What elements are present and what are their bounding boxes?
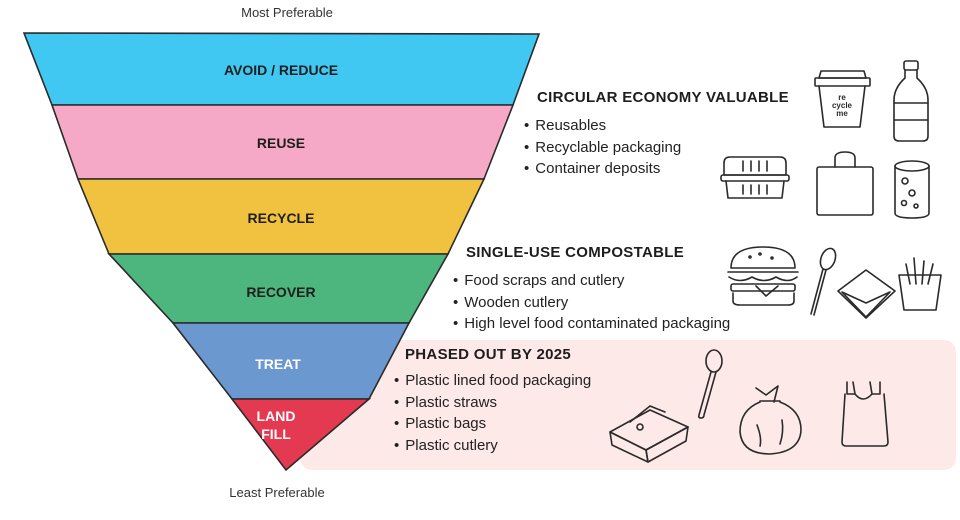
compostable-list: Food scraps and cutlery Wooden cutlery H…: [453, 270, 730, 335]
compostable-section: SINGLE-USE COMPOSTABLE Food scraps and c…: [453, 244, 730, 335]
tier-reuse-label: REUSE: [257, 135, 305, 151]
plastic-bag-icon: [841, 381, 889, 447]
burger-icon: [727, 246, 799, 306]
wooden-spoon-icon: [810, 247, 837, 316]
list-item: Plastic straws: [394, 392, 591, 414]
least-preferable-caption: Least Preferable: [229, 485, 325, 500]
food-box-icon: [609, 405, 689, 463]
list-item: Plastic lined food packaging: [394, 370, 591, 392]
circular-economy-section: CIRCULAR ECONOMY VALUABLE Reusables Recy…: [524, 89, 789, 180]
plastic-bottle-icon: [893, 60, 929, 142]
tier-landfill-label-line2: FILL: [261, 426, 291, 442]
tier-avoid-reduce-label: AVOID / REDUCE: [224, 62, 338, 78]
tier-landfill: [230, 398, 372, 472]
tier-treat-label: TREAT: [255, 356, 301, 372]
tier-recycle-label: RECYCLE: [248, 210, 315, 226]
circular-economy-title: CIRCULAR ECONOMY VALUABLE: [537, 89, 789, 106]
drink-can-icon: [894, 160, 930, 219]
compostable-title: SINGLE-USE COMPOSTABLE: [466, 244, 684, 261]
tier-recover-label: RECOVER: [246, 284, 315, 300]
plastic-spoon-icon: [697, 349, 723, 419]
cup-text-line3: me: [836, 109, 848, 118]
phased-out-section: PHASED OUT BY 2025 Plastic lined food pa…: [394, 346, 591, 456]
cup-text-line1: re: [838, 93, 846, 102]
sandwich-wrap-icon: [837, 269, 896, 319]
shopping-bag-icon: [816, 151, 874, 216]
list-item: Reusables: [524, 115, 789, 137]
list-item: Container deposits: [524, 158, 789, 180]
garbage-bag-icon: [739, 385, 802, 455]
list-item: Plastic cutlery: [394, 435, 591, 457]
most-preferable-caption: Most Preferable: [241, 5, 333, 20]
circular-economy-list: Reusables Recyclable packaging Container…: [524, 115, 789, 180]
reusable-cup-icon: re cycle me: [814, 70, 871, 128]
list-item: Plastic bags: [394, 413, 591, 435]
fries-icon: [898, 257, 942, 311]
list-item: High level food contaminated packaging: [453, 313, 730, 335]
list-item: Recyclable packaging: [524, 137, 789, 159]
list-item: Food scraps and cutlery: [453, 270, 730, 292]
phased-out-title: PHASED OUT BY 2025: [405, 346, 572, 363]
tier-landfill-label-line1: LAND: [257, 408, 296, 424]
takeaway-container-icon: [720, 156, 790, 199]
list-item: Wooden cutlery: [453, 292, 730, 314]
cup-text-line2: cycle: [832, 101, 853, 110]
phased-out-list: Plastic lined food packaging Plastic str…: [394, 370, 591, 456]
